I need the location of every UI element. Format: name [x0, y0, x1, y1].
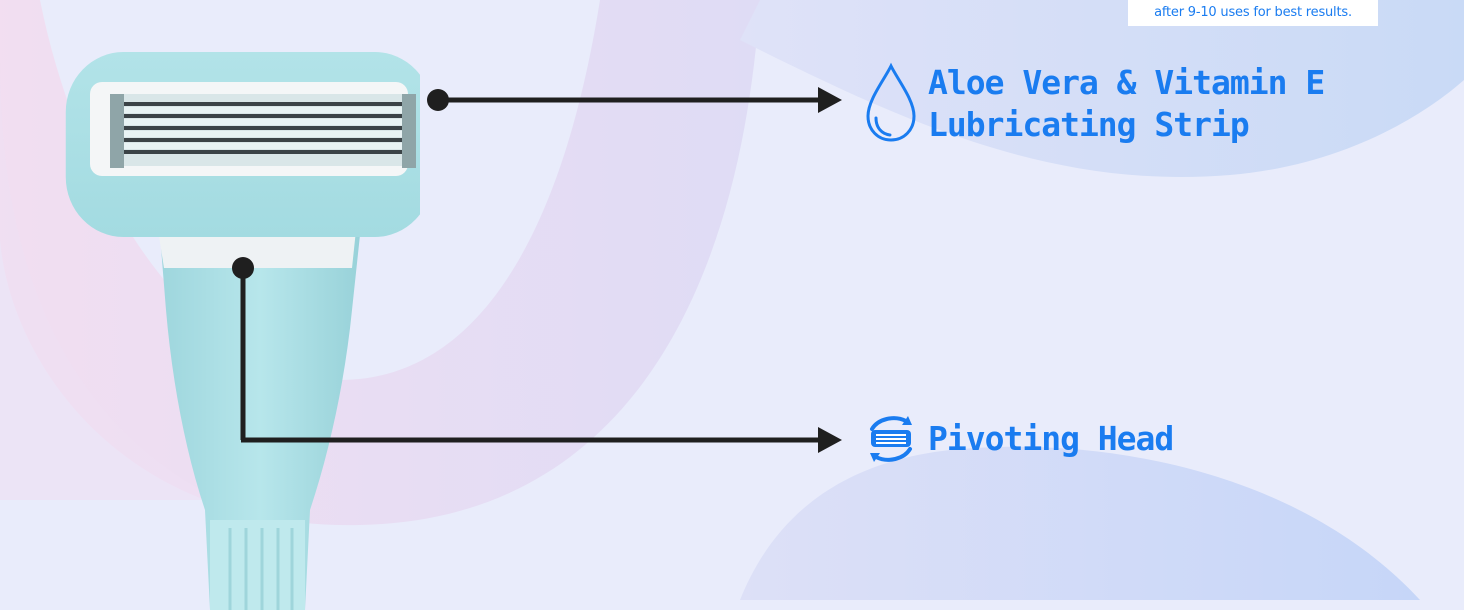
arrow-head-pivot [818, 427, 842, 453]
pivoting-head-icon [870, 416, 912, 462]
feature-lubricating-strip: Aloe Vera & Vitamin E Lubricating Strip [864, 62, 1325, 146]
feature-label-pivoting-head: Pivoting Head [928, 419, 1174, 458]
feature-label-lubricating-strip: Aloe Vera & Vitamin E Lubricating Strip [928, 63, 1325, 144]
feature-pivoting-head: Pivoting Head [864, 413, 1174, 465]
usage-note: after 9-10 uses for best results. [1128, 0, 1378, 26]
razor-image [65, 52, 420, 610]
water-drop-icon [866, 62, 916, 142]
arrow-head-strip [818, 87, 842, 113]
